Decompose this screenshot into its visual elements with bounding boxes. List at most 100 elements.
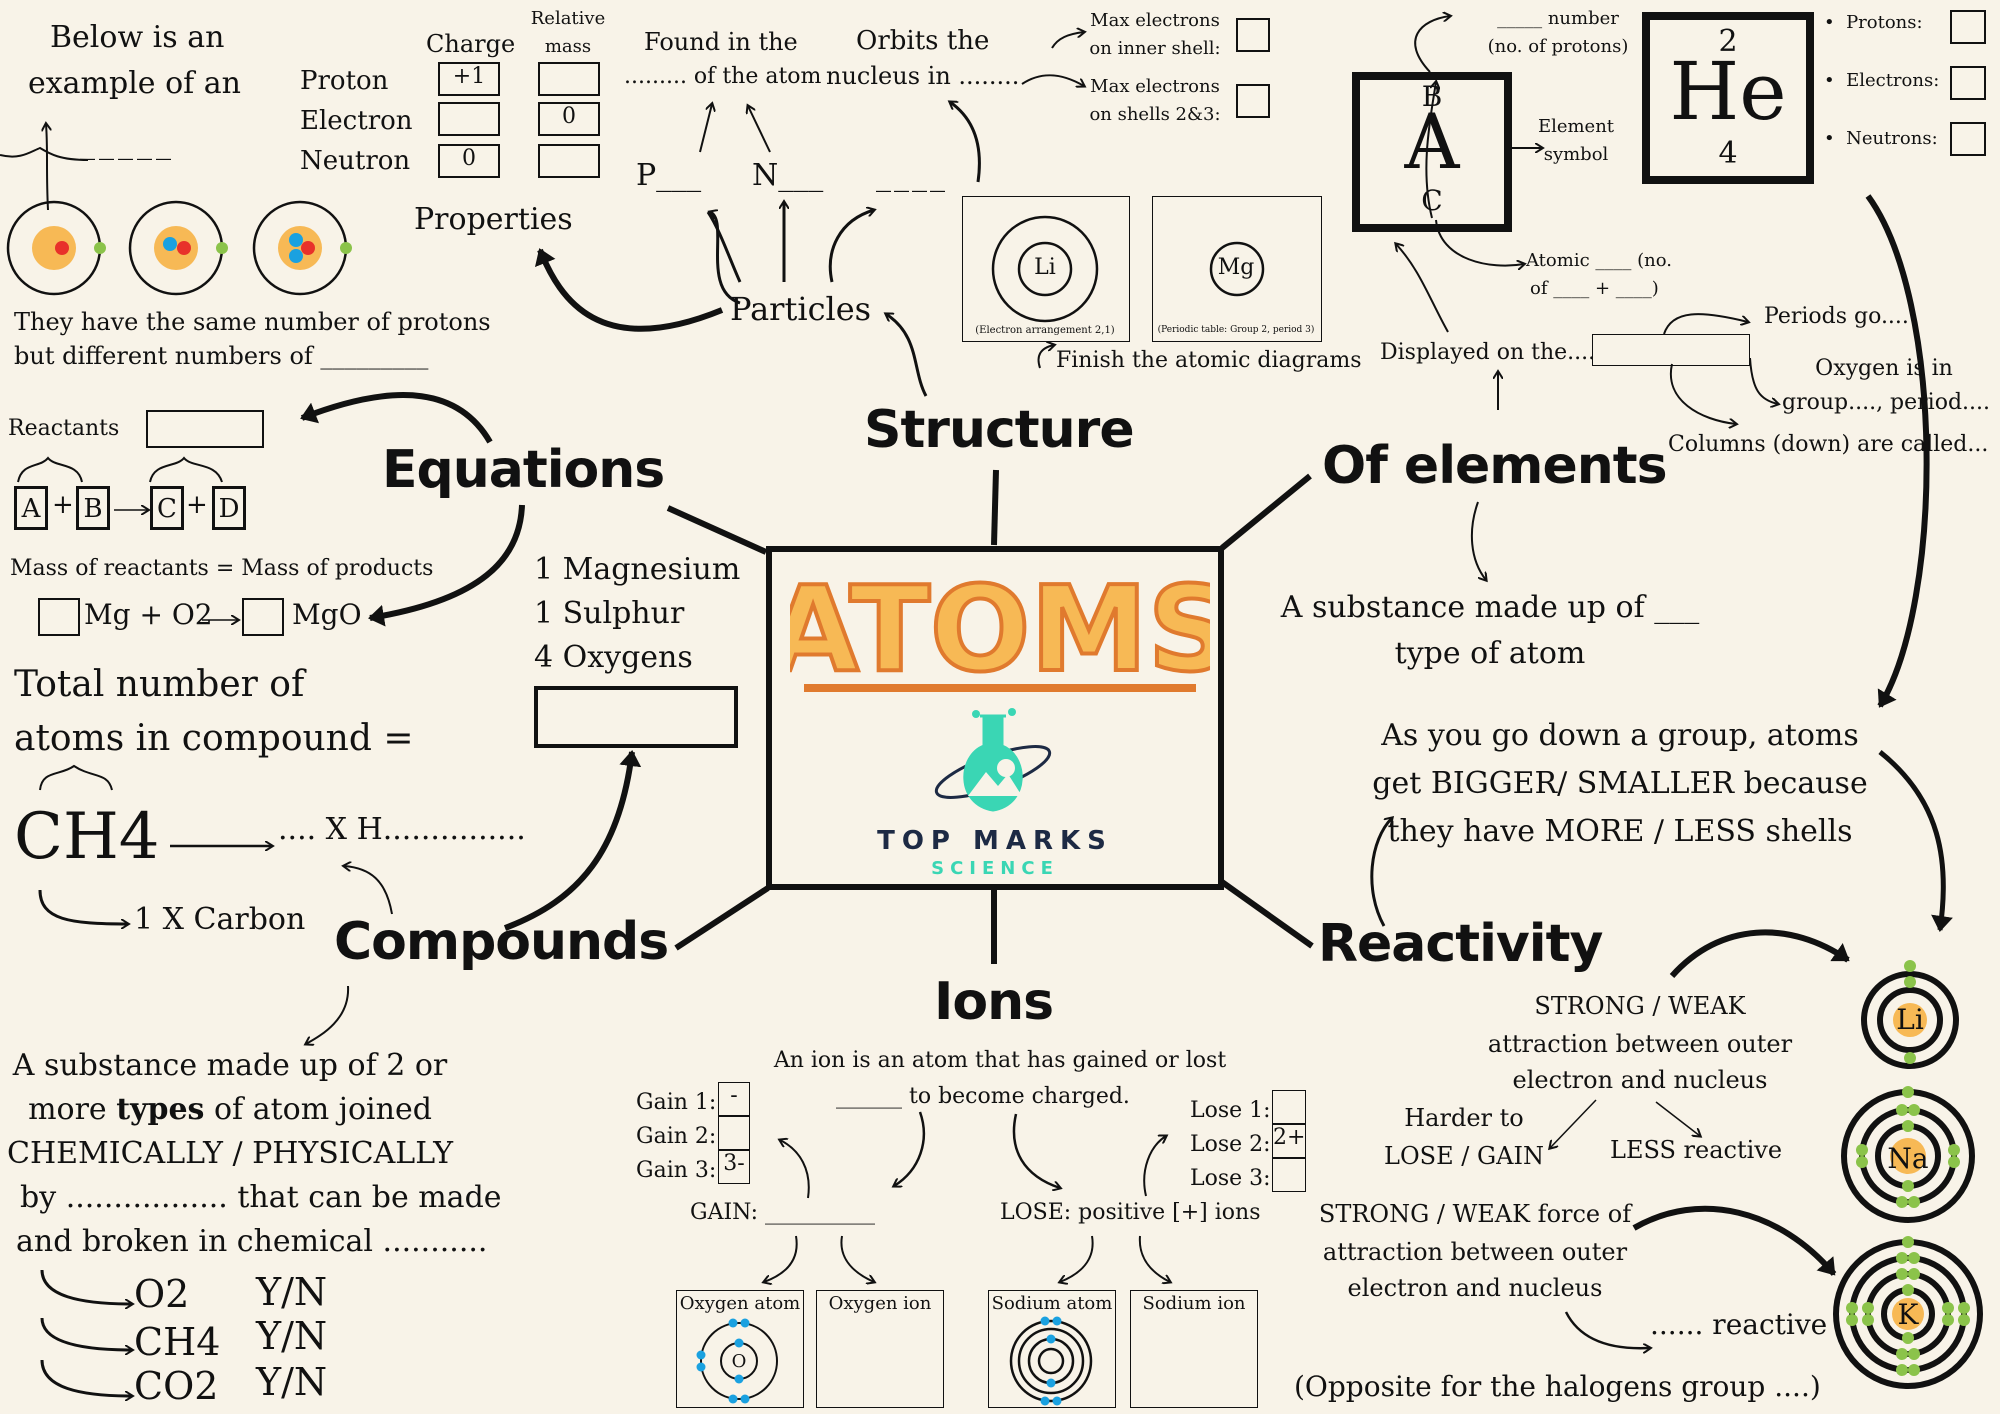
lose3-box[interactable] (1272, 1158, 1306, 1192)
helium-neutrons-box[interactable] (1950, 122, 1986, 156)
oxygen-atom-box[interactable]: Oxygen atom O (676, 1290, 804, 1408)
mg-caption: (Periodic table: Group 2, period 3) (1157, 325, 1315, 335)
electron-mass-box[interactable]: 0 (538, 102, 600, 136)
mg-o2-text: Mg + O2 (84, 598, 213, 631)
isotope-blank: _____ (80, 126, 175, 161)
equation-d: D (212, 486, 246, 530)
count-oxygens: 4 Oxygens (534, 640, 693, 675)
mg-shell-diagram (1209, 241, 1265, 297)
li-diagram-box[interactable]: Li (Electron arrangement 2,1) (962, 196, 1130, 342)
group-trend-line1: As you go down a group, atoms (1381, 718, 1859, 753)
helium-symbol: He (1669, 45, 1787, 138)
force-line1: STRONG / WEAK force of (1318, 1200, 1632, 1228)
mass-header-line2: mass (544, 36, 592, 57)
displayed-on-box[interactable] (1592, 334, 1750, 366)
oxygen-atom-diagram (696, 1318, 778, 1404)
lithium-label: Li (1896, 1003, 1924, 1036)
proton-charge-box[interactable]: +1 (438, 62, 500, 96)
outer-shell-box[interactable] (1236, 84, 1270, 118)
sodium-atom-label: Sodium atom (991, 1293, 1113, 1314)
inner-shell-box[interactable] (1236, 18, 1270, 52)
products-box[interactable] (146, 410, 264, 448)
compound-def-types: types (116, 1092, 205, 1127)
compound-def-line5: and broken in chemical ........... (16, 1224, 488, 1259)
lose1-label: Lose 1: (1190, 1098, 1271, 1123)
total-line1: Total number of (14, 664, 305, 705)
mg-diagram-box[interactable]: Mg (Periodic table: Group 2, period 3) (1152, 196, 1322, 342)
particle-name-proton: Proton (300, 66, 389, 96)
compound-def-line4: by ................. that can be made (20, 1180, 502, 1215)
harder-line2: LOSE / GAIN (1384, 1142, 1544, 1170)
force-line2: attraction between outer (1322, 1238, 1628, 1266)
gain3-label: Gain 3: (636, 1158, 717, 1183)
isotope-note-line1: They have the same number of protons (14, 308, 491, 336)
outer-shell-line2: on shells 2&3: (1089, 104, 1221, 125)
gain1-box[interactable]: - (718, 1082, 750, 1116)
lose1-box[interactable] (1272, 1090, 1306, 1124)
heading-elements: Of elements (1322, 436, 1668, 496)
gain-text: GAIN: __________ (690, 1200, 876, 1225)
yn-answer-ch4[interactable]: Y/N (256, 1314, 328, 1358)
neutron-charge-box[interactable]: 0 (438, 144, 500, 178)
helium-electrons-box[interactable] (1950, 66, 1986, 100)
compound-def-line2: more types of atom joined (0, 1092, 460, 1127)
gain3-box[interactable]: 3- (718, 1150, 750, 1184)
helium-box (1642, 12, 1814, 184)
yn-formula-co2: CO2 (134, 1364, 219, 1408)
halogens-note: (Opposite for the halogens group ....) (1294, 1370, 1821, 1403)
sodium-ion-box[interactable]: Sodium ion (1130, 1290, 1258, 1408)
logo-flask-icon (934, 708, 1052, 812)
lose2-box[interactable]: 2+ (1272, 1124, 1306, 1158)
lithium-atom-diagram (1861, 960, 1959, 1069)
atomic-mass-line1: Atomic ____ (no. (1526, 250, 1672, 271)
yn-answer-o2[interactable]: Y/N (256, 1270, 328, 1314)
neutron-mass-box[interactable] (538, 144, 600, 178)
heading-compounds: Compounds (334, 912, 669, 972)
yn-formula-o2: O2 (134, 1272, 190, 1316)
reactivity-strong-line2: attraction between outer (1487, 1030, 1793, 1058)
central-title-box (766, 546, 1224, 890)
helium-neutrons-label: • Neutrons: (1824, 128, 1938, 149)
force-line3: electron and nucleus (1347, 1274, 1603, 1302)
bullet-icon: • (1824, 128, 1847, 149)
mass-conservation: Mass of reactants = Mass of products (10, 556, 434, 581)
sodium-atom-box[interactable]: Sodium atom (988, 1290, 1116, 1408)
yn-answer-co2[interactable]: Y/N (256, 1360, 328, 1404)
mg-coefficient-box[interactable] (38, 598, 80, 636)
inner-shell-line1: Max electrons (1090, 10, 1220, 31)
particle-name-electron: Electron (300, 106, 413, 136)
harder-line1: Harder to (1404, 1104, 1524, 1132)
mass-header-line1: Relative (530, 8, 606, 29)
reactivity-strong-line1: STRONG / WEAK (1534, 992, 1746, 1020)
protons-text: Protons: (1846, 12, 1923, 33)
group-trend-line2: get BIGGER/ SMALLER because (1372, 766, 1868, 801)
electron-charge-box[interactable] (438, 102, 500, 136)
heading-equations: Equations (382, 440, 665, 500)
oxygen-ion-box[interactable]: Oxygen ion (816, 1290, 944, 1408)
brand-sub: SCIENCE (931, 858, 1059, 879)
inner-shell-line2: on inner shell: (1089, 38, 1221, 59)
heading-reactivity: Reactivity (1318, 914, 1603, 974)
atoms-title-art: ATOMS (790, 560, 1210, 700)
ion-def-line1: An ion is an atom that has gained or los… (773, 1048, 1227, 1073)
carbon-count: 1 X Carbon (134, 902, 306, 937)
ion-def-line2: ______ to become charged. (836, 1084, 1130, 1109)
proton-mass-box[interactable] (538, 62, 600, 96)
gain2-box[interactable] (718, 1116, 750, 1150)
brand-name: TOP MARKS (877, 826, 1113, 856)
bullet-icon: • (1824, 70, 1847, 91)
displayed-on-label: Displayed on the.... (1380, 340, 1596, 365)
particle-name-neutron: Neutron (300, 146, 411, 176)
periods-label: Periods go.... (1764, 304, 1909, 329)
ch4-formula: CH4 (14, 800, 160, 874)
helium-protons-label: • Protons: (1824, 12, 1923, 33)
element-def-line1: A substance made up of ___ (1280, 590, 1700, 625)
group-trend-line3: they have MORE / LESS shells (1387, 814, 1853, 849)
n-blank: N___ (752, 158, 824, 193)
count-sulphur: 1 Sulphur (534, 596, 685, 631)
reactivity-strong-line3: electron and nucleus (1512, 1066, 1768, 1094)
plus-sign-2: + (186, 490, 208, 520)
helium-protons-box[interactable] (1950, 10, 1986, 44)
formula-answer-box[interactable] (534, 686, 738, 748)
mgo-coefficient-box[interactable] (242, 598, 284, 636)
